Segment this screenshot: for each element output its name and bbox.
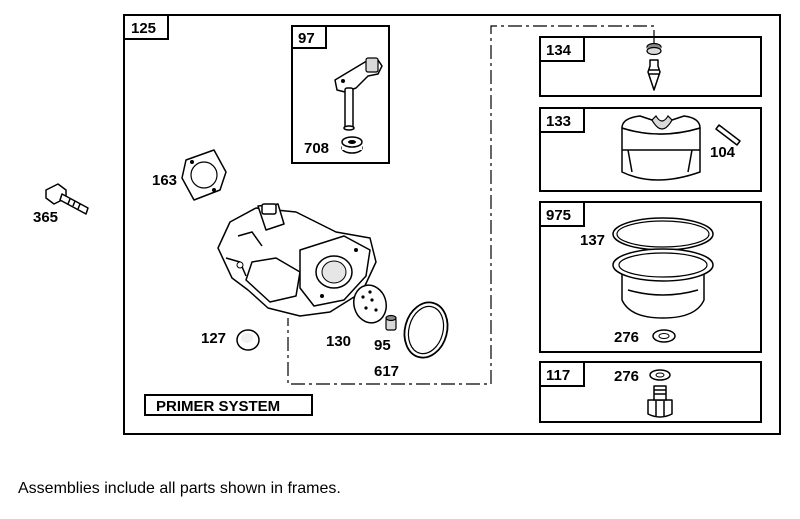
oring-617-part [403,301,449,359]
gasket-163-part [181,149,227,201]
part-label-276-bowl: 276 [614,329,639,346]
bowl-nut-part [647,385,673,418]
part-label-276-nut: 276 [614,368,639,385]
frame-134: 134 [539,36,762,97]
diaphragm-130-part [353,284,387,324]
part-label-127: 127 [201,330,226,347]
part-label-95: 95 [374,337,391,354]
bolt-365-part [45,183,89,215]
part-label-163: 163 [152,172,177,189]
part-label-708: 708 [304,140,329,157]
frame-975-label: 975 [546,207,571,224]
inlet-needle-part [646,42,662,91]
frame-134-label: 134 [546,42,572,59]
plug-127-part [236,329,260,351]
fitting-95-part [385,314,397,331]
frame-117-label: 117 [546,367,570,384]
footer-note: Assemblies include all parts shown in fr… [18,480,341,497]
bowl-gasket-137-part [612,217,714,251]
primer-system-box: PRIMER SYSTEM [144,394,313,416]
frame-125-label: 125 [131,20,156,37]
float-part [621,115,701,181]
float-pin-104-part [715,124,741,146]
part-label-104: 104 [710,144,736,161]
primer-system-label: PRIMER SYSTEM [156,398,280,415]
carburetor-body-part [217,203,377,317]
part-label-130: 130 [326,333,351,350]
part-label-137: 137 [580,232,605,249]
frame-97: 97 [291,25,390,164]
throttle-shaft-part [334,57,383,131]
frame-133-label: 133 [546,113,571,130]
leader-line [287,25,655,385]
washer-276-nut-part [649,369,671,381]
seal-708-part [341,136,363,154]
washer-276-bowl-part [652,329,676,343]
frame-97-label: 97 [298,30,315,47]
part-label-365: 365 [33,209,58,226]
part-label-617: 617 [374,363,399,380]
frame-117: 117 [539,361,762,423]
frame-975: 975 [539,201,762,353]
frame-133: 133 [539,107,762,192]
frame-125: 125 [123,14,781,435]
float-bowl-part [612,248,714,319]
